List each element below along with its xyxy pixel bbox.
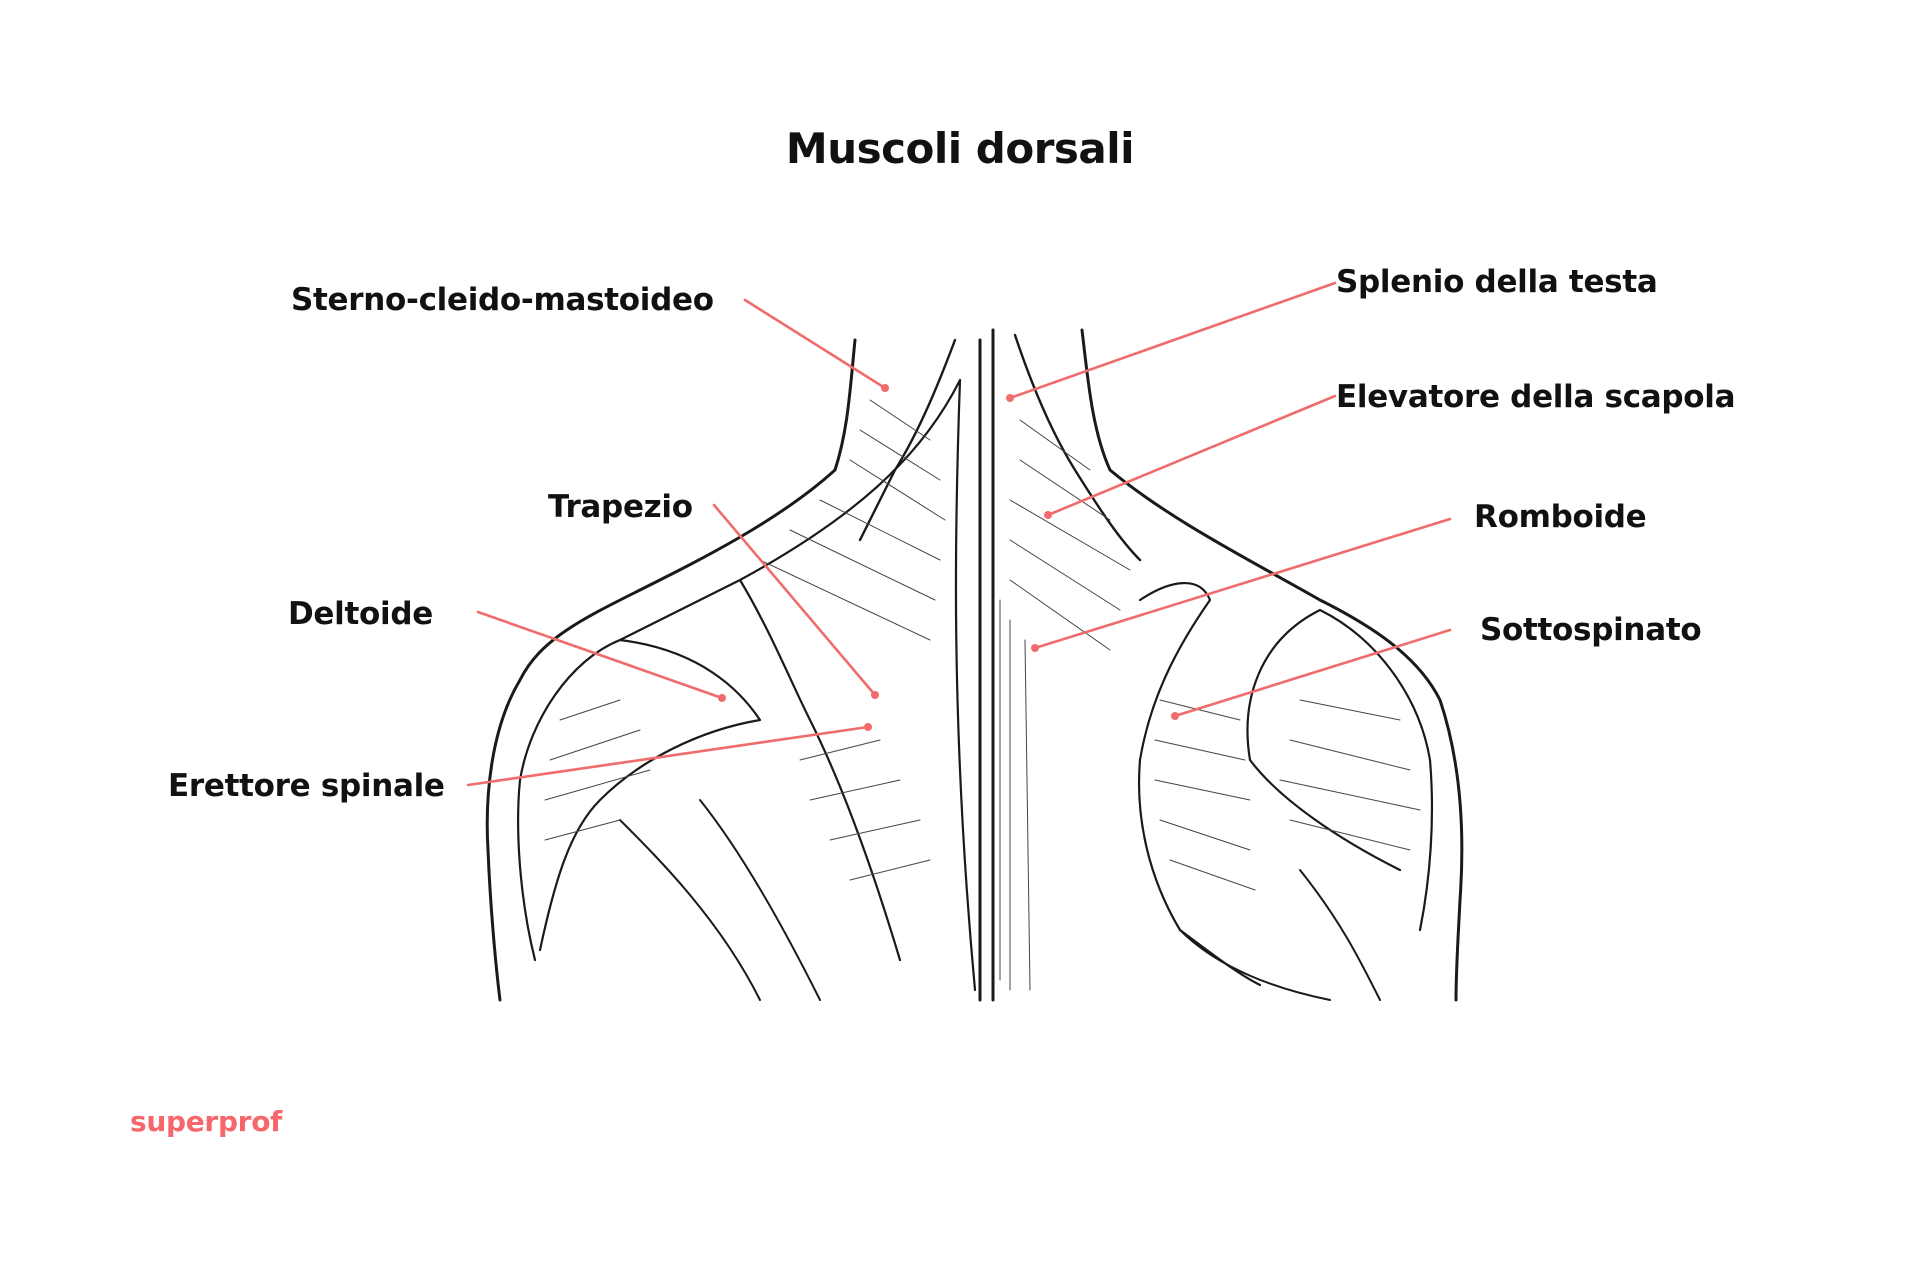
leader-sternocleidomastoid — [743, 298, 887, 390]
leader-arrowheads — [718, 384, 1179, 731]
leader-erector — [466, 725, 870, 787]
brand-logo: superprof — [130, 1105, 283, 1138]
body-outline — [485, 328, 1464, 1002]
leader-infraspinatus — [1173, 628, 1452, 718]
leader-trapezius — [712, 503, 877, 697]
scapula-right — [1137, 582, 1262, 987]
deltoid-left — [517, 638, 762, 962]
deltoid-right — [1246, 608, 1434, 932]
leader-deltoid — [476, 610, 724, 700]
muscle-hatching — [544, 399, 1421, 991]
label-sternocleidomastoid: Sterno-cleido-mastoideo — [291, 282, 714, 318]
label-rhomboid: Romboide — [1474, 499, 1647, 535]
label-infraspinatus: Sottospinato — [1480, 612, 1702, 648]
label-levator: Elevatore della scapola — [1336, 379, 1736, 415]
lower-left-back — [619, 799, 821, 1001]
spine-line — [978, 328, 995, 1002]
trapezius-outline — [618, 378, 977, 992]
lower-right-back — [1179, 869, 1381, 1001]
neck-right — [1013, 333, 1142, 562]
leader-levator — [1046, 394, 1337, 517]
neck-left — [858, 338, 957, 542]
label-trapezius: Trapezio — [548, 489, 693, 525]
leader-splenius — [1008, 281, 1337, 400]
label-splenius: Splenio della testa — [1336, 264, 1658, 300]
diagram-title: Muscoli dorsali — [785, 124, 1135, 173]
label-deltoid: Deltoide — [288, 596, 433, 632]
leader-lines — [466, 281, 1452, 787]
label-erector: Erettore spinale — [168, 768, 445, 804]
leader-rhomboid — [1033, 517, 1452, 650]
